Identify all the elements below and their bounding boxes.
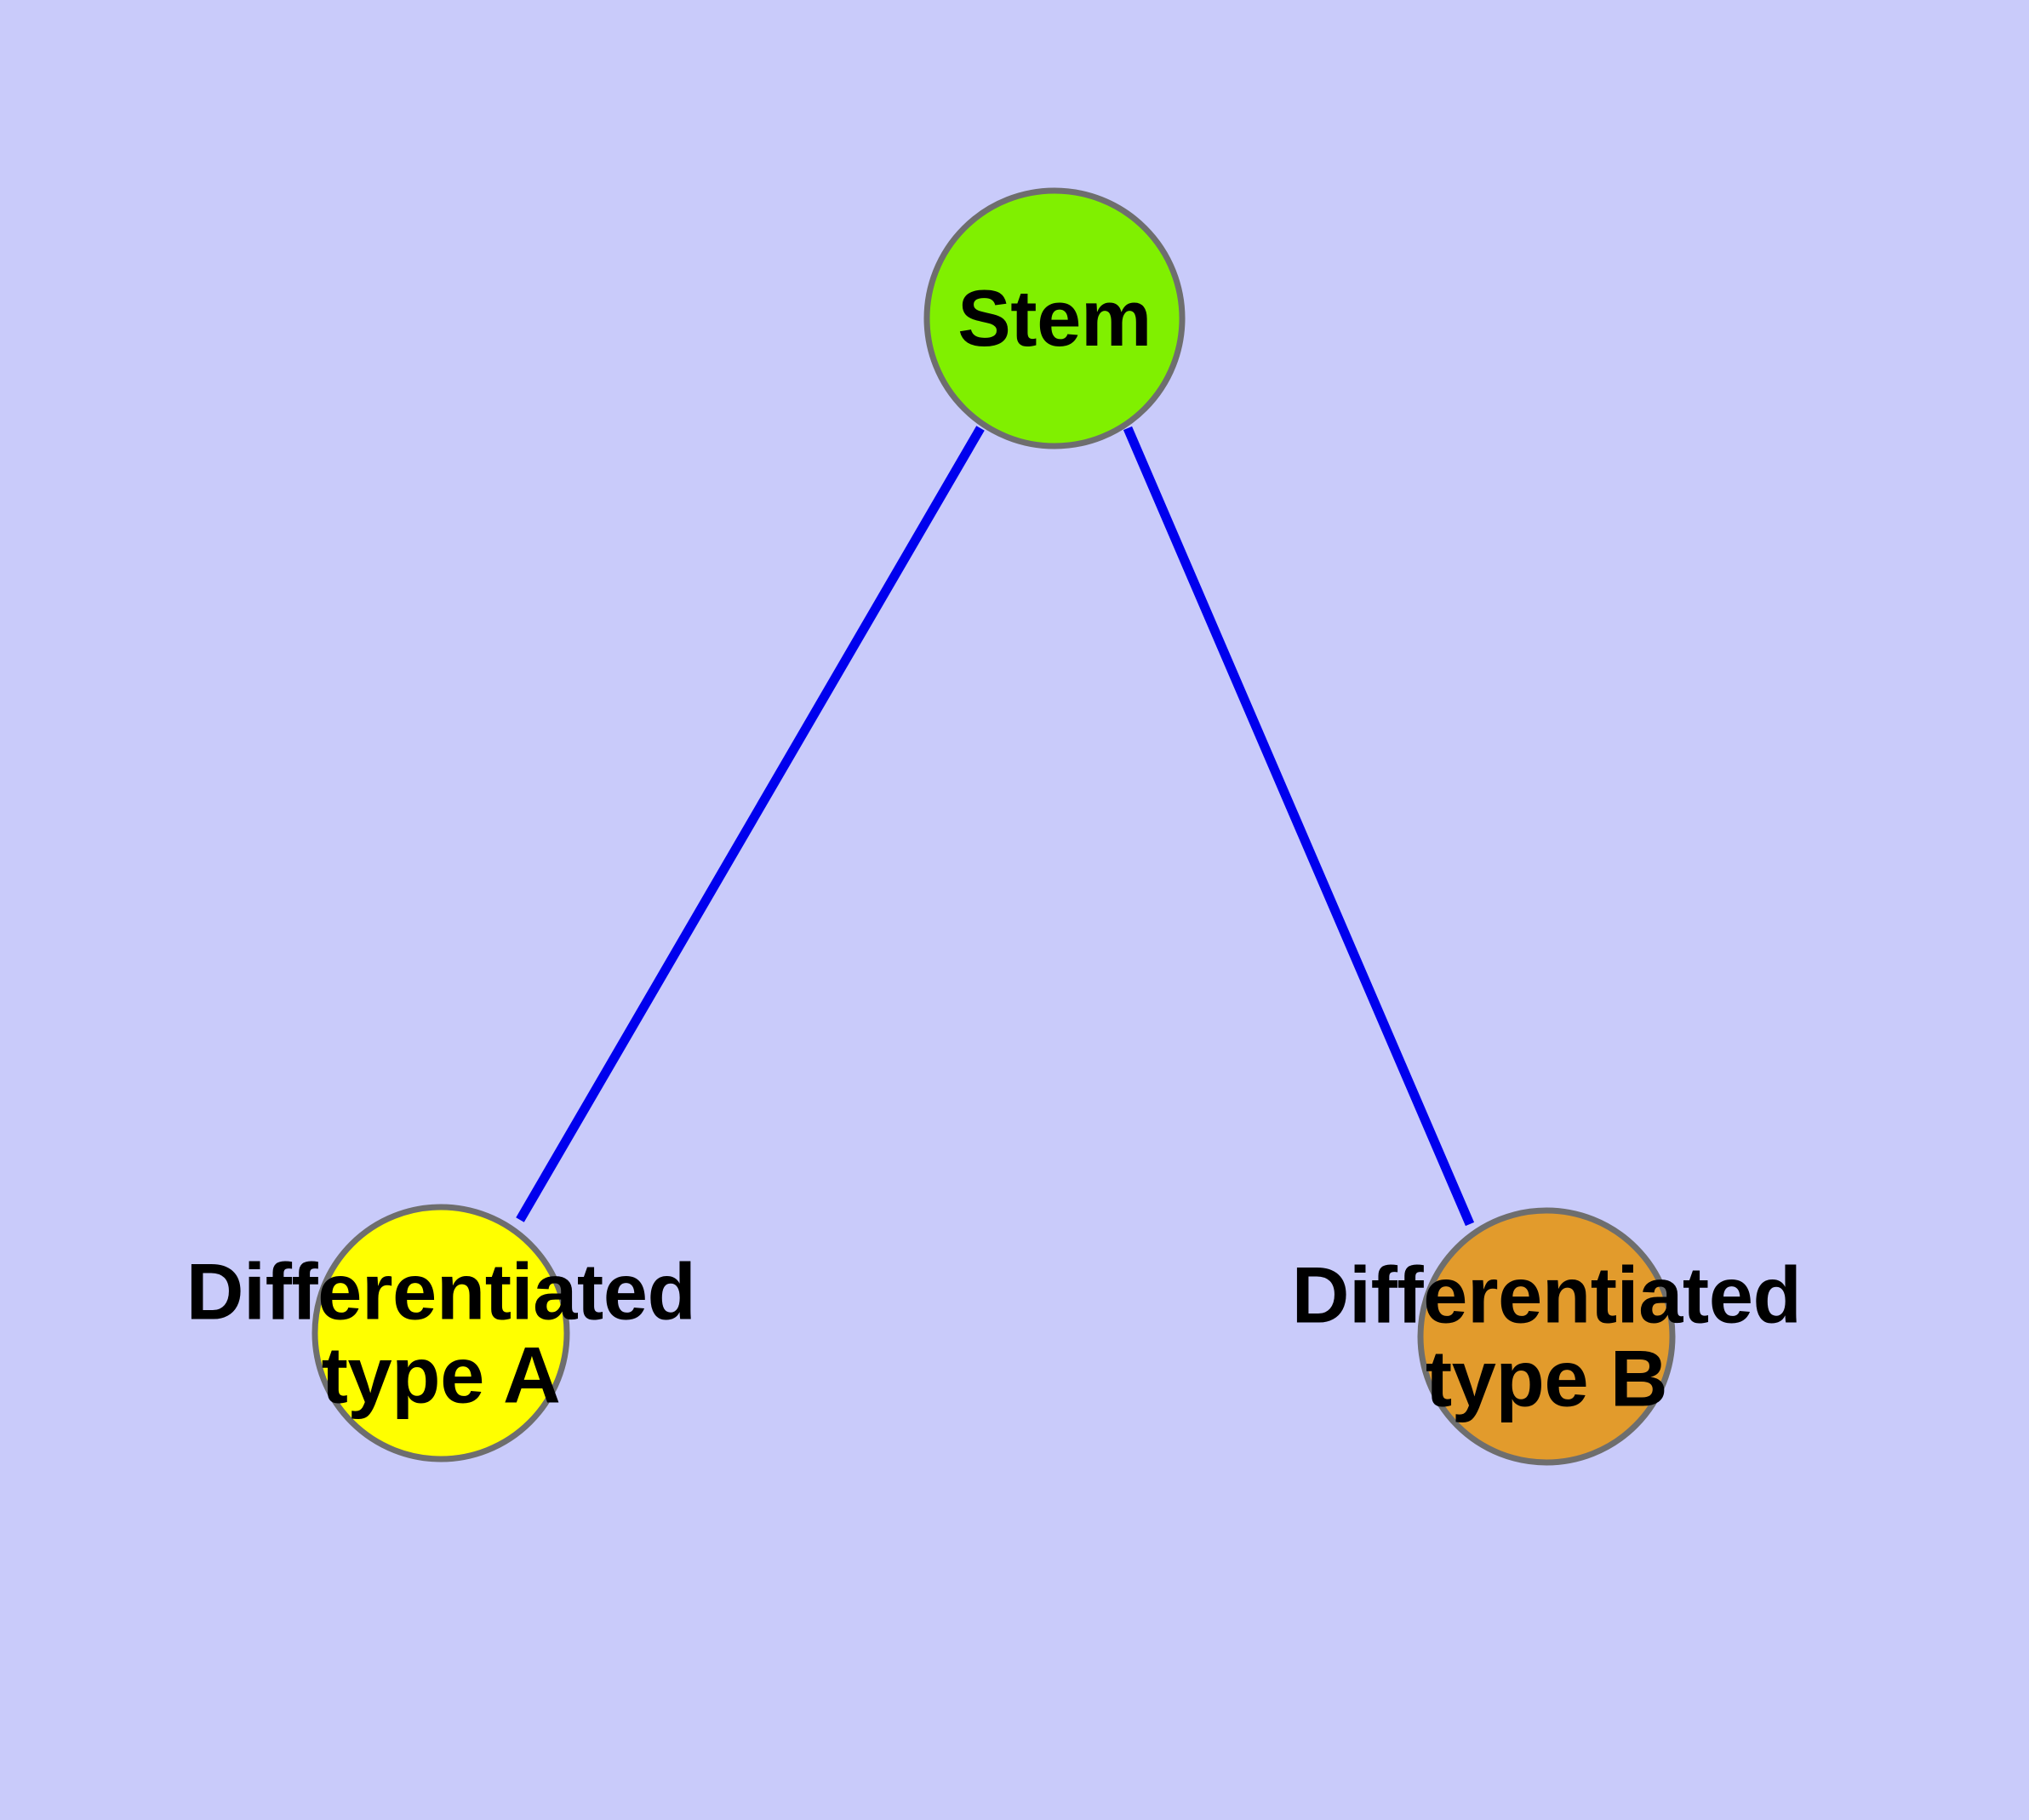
node-circle-differentiated-type-a[interactable] [311,1204,570,1462]
node-circle-differentiated-type-b[interactable] [1417,1207,1676,1466]
edge-stem-to-differentiated-type-b[interactable] [1123,426,1475,1227]
node-circle-stem[interactable] [923,187,1186,449]
nodes-group [311,187,1676,1466]
edge-stem-to-differentiated-type-a[interactable] [516,426,985,1222]
edges-group [516,426,1475,1227]
